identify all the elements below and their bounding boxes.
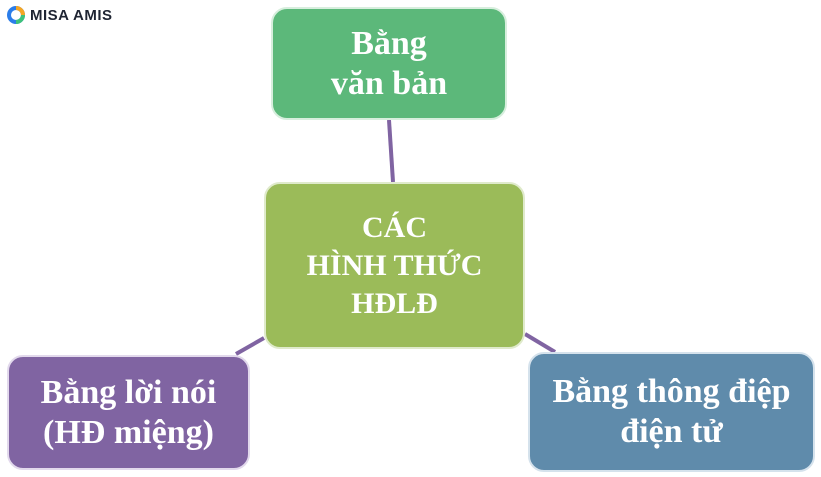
brand-logo: MISA AMIS [6,4,113,26]
node-written: Bằng văn bản [271,7,507,120]
center-node-line-1: CÁC [361,210,427,244]
node-written-line-2: văn bản [330,64,448,102]
connector-left [235,336,265,356]
node-electronic-line-1: Bằng thông điệp [552,373,791,410]
node-verbal-line-2: (HĐ miệng) [43,413,214,451]
brand-name: MISA AMIS [30,6,113,24]
center-node-line-2: HÌNH THỨC [306,248,483,282]
misa-logo-icon [7,6,25,24]
node-verbal-line-1: Bằng lời nói [40,373,217,411]
center-node-line-3: HĐLĐ [351,286,438,320]
center-node: CÁC HÌNH THỨC HĐLĐ [264,182,525,349]
node-verbal: Bằng lời nói (HĐ miệng) [7,355,250,470]
connector-right [523,332,557,354]
node-written-line-1: Bằng [351,24,427,62]
node-electronic-line-2: điện tử [620,413,723,450]
node-electronic: Bằng thông điệp điện tử [528,352,815,472]
connector-top [387,119,395,183]
